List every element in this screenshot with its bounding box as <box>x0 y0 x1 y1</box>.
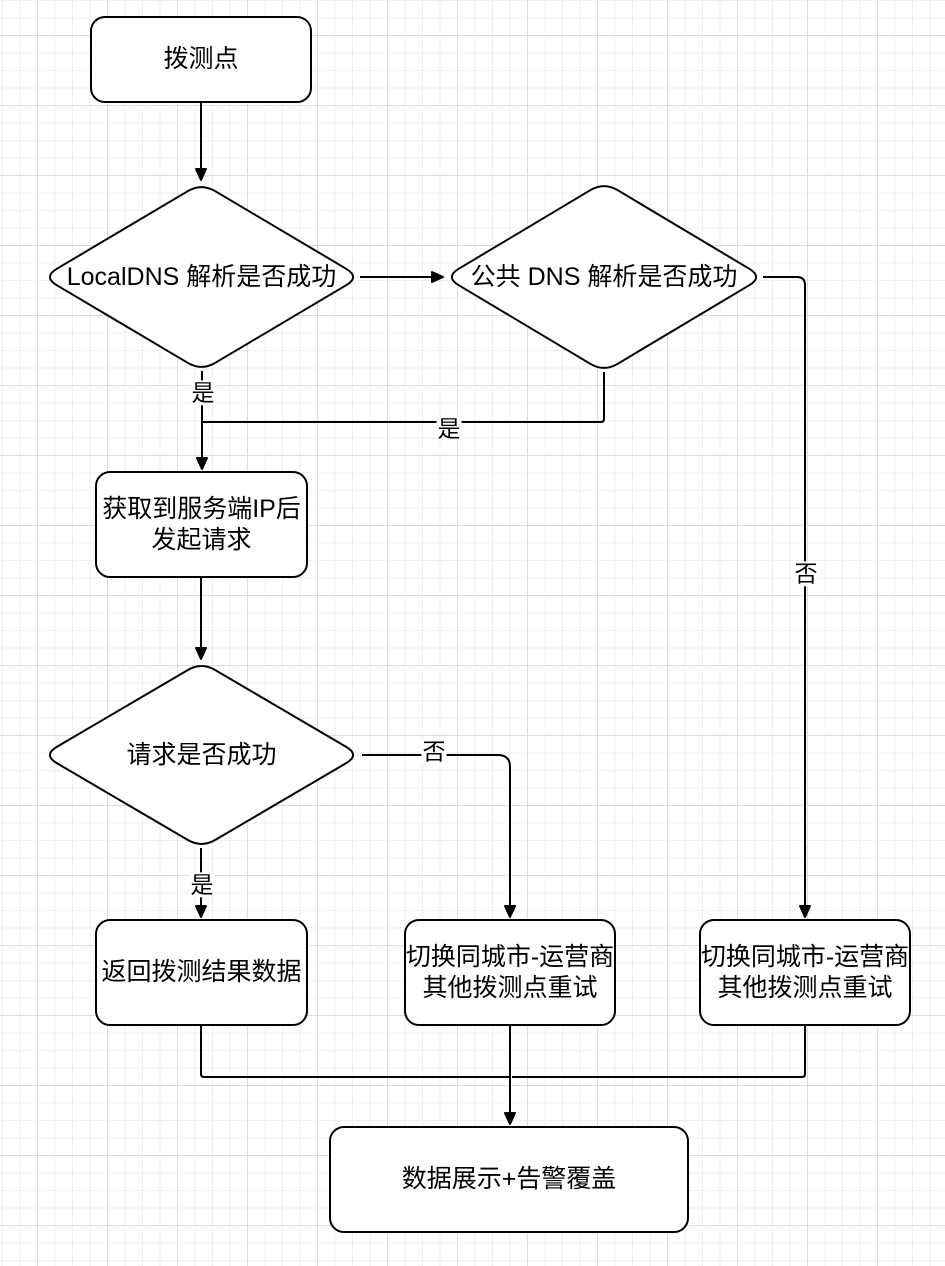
node-publicdns-check-label[interactable]: 公共 DNS 解析是否成功 <box>470 262 738 291</box>
node-publicdns-check-shape[interactable] <box>450 185 758 369</box>
edge-label-publicdns-no: 否 <box>793 560 819 587</box>
node-request-check-label[interactable]: 请求是否成功 <box>126 740 277 769</box>
node-retry-switch-right-label[interactable]: 切换同城市-运营商 其他拨测点重试 <box>700 943 910 1002</box>
node-retry-switch-mid-label[interactable]: 切换同城市-运营商 其他拨测点重试 <box>405 943 615 1002</box>
node-start-shape[interactable] <box>90 16 312 103</box>
edge-label-localdns-yes: 是 <box>190 379 216 406</box>
node-localdns-check-label[interactable]: LocalDNS 解析是否成功 <box>66 262 337 291</box>
edge-return-result-merge[interactable] <box>200 1025 510 1078</box>
node-request-check-shape[interactable] <box>48 665 355 845</box>
edge-publicdns-yes-merge[interactable] <box>203 372 605 423</box>
edge-label-request-no: 否 <box>421 738 447 765</box>
node-localdns-check-shape[interactable] <box>48 186 355 368</box>
edge-label-publicdns-yes: 是 <box>436 415 462 442</box>
node-display-alert-shape[interactable] <box>329 1126 689 1233</box>
edge-publicdns-no-to-retry-right[interactable] <box>763 276 811 918</box>
node-return-result-label[interactable]: 返回拨测结果数据 <box>101 958 302 987</box>
node-start-label[interactable]: 拨测点 <box>163 45 239 74</box>
edge-label-request-yes: 是 <box>189 871 215 898</box>
node-send-request-label[interactable]: 获取到服务端IP后 发起请求 <box>102 495 301 554</box>
edge-retry-right-merge[interactable] <box>512 1025 806 1078</box>
edge-request-no-to-retry-mid[interactable] <box>362 754 516 918</box>
node-display-alert-label[interactable]: 数据展示+告警覆盖 <box>401 1165 617 1194</box>
edges <box>195 103 811 1125</box>
